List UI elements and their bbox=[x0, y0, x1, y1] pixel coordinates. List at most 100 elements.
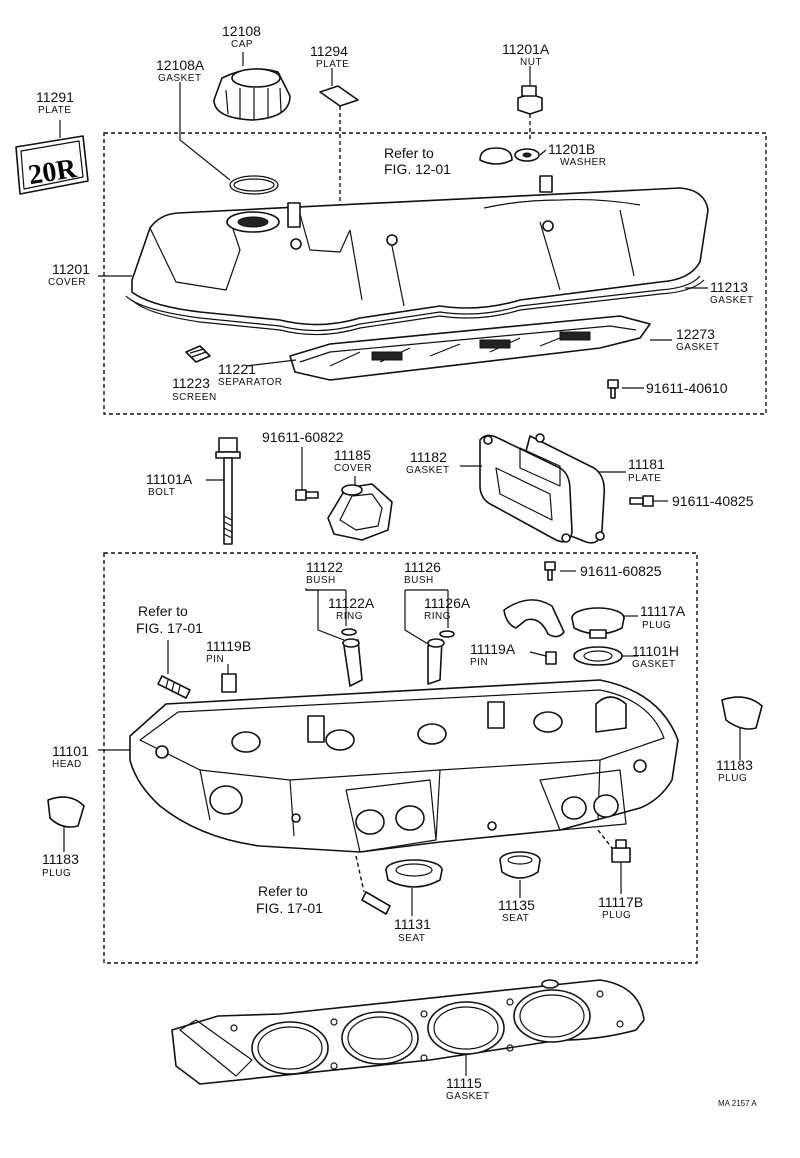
drawing-stamp: MA 2157 A bbox=[718, 1099, 757, 1108]
stud-bolt-bottom bbox=[361, 891, 391, 915]
label-11185-number: 11185 bbox=[334, 447, 371, 463]
label-11119B-name: PIN bbox=[206, 654, 224, 665]
label-12108A-number: 12108A bbox=[156, 57, 205, 73]
ref-fig-17-01-left-line2: FIG. 17-01 bbox=[136, 620, 203, 636]
label-11119A-number: 11119A bbox=[470, 641, 516, 657]
label-11221-number: 11221 bbox=[218, 361, 256, 377]
label-91611-60822: 91611-60822 bbox=[262, 429, 344, 445]
oil-cap-ref bbox=[479, 147, 513, 165]
threaded-plug-a bbox=[571, 607, 625, 639]
label-12273-number: 12273 bbox=[676, 326, 715, 342]
label-11101H-name: GASKET bbox=[632, 659, 676, 670]
label-11126-name: BUSH bbox=[404, 575, 434, 586]
label-12108-number: 12108 bbox=[222, 23, 261, 39]
label-11101A-number: 11101A bbox=[146, 471, 193, 487]
label-11182-name: GASKET bbox=[406, 465, 450, 476]
label-11213-name: GASKET bbox=[710, 295, 754, 306]
label-11183-left-name: PLUG bbox=[42, 868, 71, 879]
label-11126A-name: RING bbox=[424, 611, 451, 622]
bearing-cap bbox=[503, 599, 565, 638]
label-12108-name: CAP bbox=[231, 39, 253, 50]
cover-gasket bbox=[125, 275, 701, 332]
emblem-text: 20R bbox=[26, 153, 79, 191]
valve-cover bbox=[131, 175, 709, 326]
label-11117B-name: PLUG bbox=[602, 910, 631, 921]
label-12273-name: GASKET bbox=[676, 342, 720, 353]
label-11101A-name: BOLT bbox=[148, 487, 175, 498]
valve-seat-ex bbox=[499, 851, 541, 879]
label-11201-number: 11201 bbox=[52, 261, 90, 277]
label-11131-number: 11131 bbox=[394, 916, 431, 932]
label-11183-right-number: 11183 bbox=[716, 757, 753, 773]
dowel-pin-b bbox=[221, 673, 237, 693]
leader-11126 bbox=[404, 590, 429, 645]
label-11201A-number: 11201A bbox=[502, 41, 550, 57]
label-11119B-number: 11119B bbox=[206, 638, 251, 654]
ref-fig-17-01-left-line1: Refer to bbox=[138, 603, 188, 619]
label-91611-40825: 91611-40825 bbox=[672, 493, 754, 509]
label-11294-name: PLATE bbox=[316, 59, 349, 70]
label-11213-number: 11213 bbox=[710, 279, 748, 295]
label-11294-number: 11294 bbox=[310, 43, 348, 59]
label-91611-40610: 91611-40610 bbox=[646, 380, 728, 396]
label-11115-number: 11115 bbox=[446, 1075, 482, 1091]
label-11117A-name: PLUG bbox=[642, 620, 671, 631]
label-11183-left-number: 11183 bbox=[42, 851, 79, 867]
cover-group-frame bbox=[103, 132, 767, 415]
leader-12108A bbox=[179, 82, 231, 181]
label-11201B-number: 11201B bbox=[548, 141, 595, 157]
emblem-plate: 20R bbox=[15, 135, 89, 195]
label-11122A-name: RING bbox=[336, 611, 363, 622]
label-11126A-number: 11126A bbox=[424, 595, 471, 611]
label-11126-number: 11126 bbox=[404, 559, 441, 575]
label-11201B-name: WASHER bbox=[560, 157, 607, 168]
rear-plate bbox=[479, 433, 606, 544]
oil-filler-cap bbox=[213, 68, 291, 121]
screen bbox=[185, 345, 211, 363]
valve-guide-bush-in bbox=[341, 628, 363, 687]
label-11122-number: 11122 bbox=[306, 559, 343, 575]
label-11101-number: 11101 bbox=[52, 743, 89, 759]
label-11115-name: GASKET bbox=[446, 1091, 490, 1102]
small-plate bbox=[319, 85, 359, 107]
threaded-plug-b bbox=[611, 839, 631, 863]
label-11201-name: COVER bbox=[48, 277, 86, 288]
stud-bolt-left bbox=[157, 675, 191, 699]
label-11119A-name: PIN bbox=[470, 657, 488, 668]
valve-seat-in bbox=[385, 859, 443, 888]
label-11135-name: SEAT bbox=[502, 913, 529, 924]
head-group-frame bbox=[103, 552, 698, 964]
label-11117A-number: 11117A bbox=[640, 603, 686, 619]
label-11221-name: SEPARATOR bbox=[218, 377, 283, 388]
dowel-pin-a bbox=[545, 651, 557, 665]
label-11122-name: BUSH bbox=[306, 575, 336, 586]
bolt-40825 bbox=[629, 495, 654, 507]
bolt-60822 bbox=[295, 489, 319, 501]
label-11181-name: PLATE bbox=[628, 473, 661, 484]
label-11101H-number: 11101H bbox=[632, 643, 679, 659]
cover-nut bbox=[517, 85, 543, 115]
cap-gasket bbox=[229, 175, 279, 195]
water-outlet-cover bbox=[327, 483, 393, 541]
label-11185-name: COVER bbox=[334, 463, 372, 474]
label-11131-name: SEAT bbox=[398, 933, 425, 944]
plug-gasket bbox=[573, 646, 623, 666]
label-11101-name: HEAD bbox=[52, 759, 82, 770]
cylinder-head bbox=[129, 679, 679, 853]
expansion-plug-left bbox=[47, 796, 85, 828]
small-bolt-40610 bbox=[607, 379, 619, 399]
valve-guide-bush-ex bbox=[427, 630, 455, 685]
label-11291-number: 11291 bbox=[36, 89, 74, 105]
expansion-plug-right bbox=[721, 696, 763, 730]
label-11135-number: 11135 bbox=[498, 897, 535, 913]
label-11182-number: 11182 bbox=[410, 449, 447, 465]
ref-fig-12-01-line2: FIG. 12-01 bbox=[384, 161, 451, 177]
label-11291-name: PLATE bbox=[38, 105, 71, 116]
oil-separator bbox=[289, 315, 651, 381]
label-11201A-name: NUT bbox=[520, 57, 542, 68]
leader-11221 bbox=[245, 359, 297, 367]
head-bolt bbox=[215, 437, 241, 545]
label-11117B-number: 11117B bbox=[598, 894, 643, 910]
label-11181-number: 11181 bbox=[628, 456, 665, 472]
